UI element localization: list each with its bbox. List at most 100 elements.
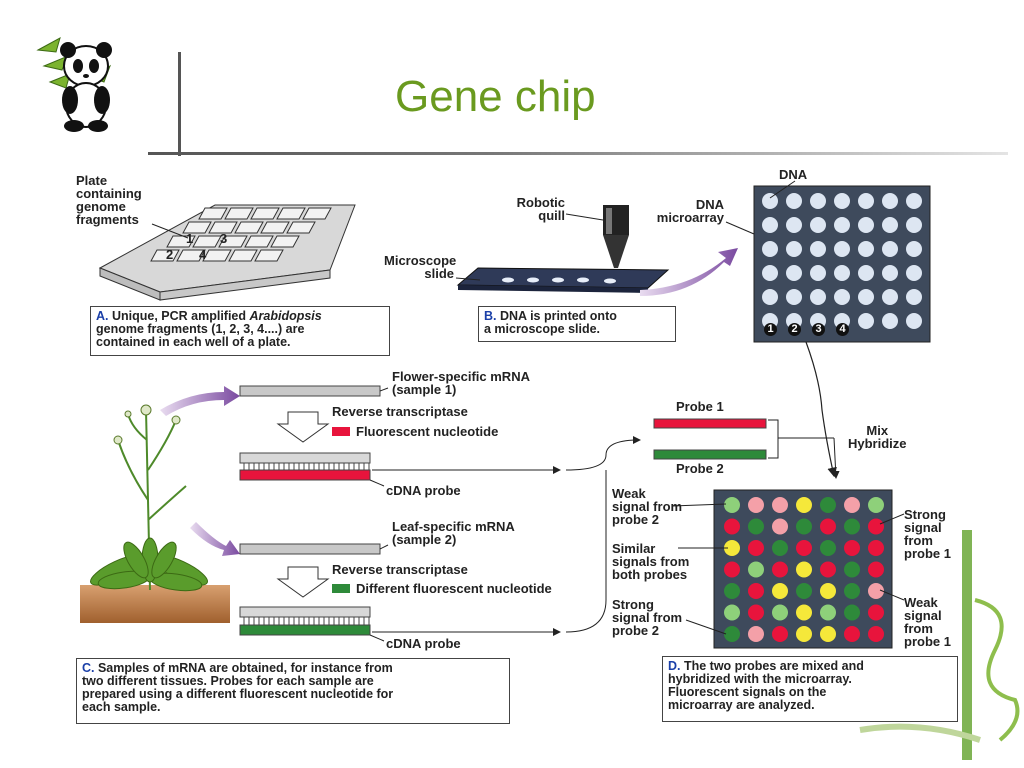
hybrid-spot [844, 518, 860, 535]
plate-well [302, 207, 332, 220]
hybrid-spot [772, 497, 788, 513]
hybrid-spot [868, 561, 884, 578]
dna-label: DNA [779, 167, 808, 182]
dna-spot [786, 241, 802, 257]
dna-spot [762, 193, 778, 209]
slide-leader [455, 277, 481, 281]
rt-arrow-1 [276, 411, 330, 443]
hybrid-spot [796, 497, 812, 513]
dna-label-leader [769, 180, 796, 199]
caption-c: C. Samples of mRNA are obtained, for ins… [76, 658, 510, 724]
dna-spot [810, 193, 826, 209]
title-separator-vertical [178, 52, 181, 156]
dna-spot [906, 289, 922, 305]
hybrid-spot [748, 626, 764, 642]
dna-spot [882, 265, 898, 281]
hybrid-spot [796, 583, 812, 599]
plate-well [254, 249, 284, 262]
spot-number-3: 3 [812, 323, 825, 336]
array-to-hybrid-arrow [805, 341, 837, 478]
hybrid-spot [868, 626, 884, 642]
dna-spot [882, 217, 898, 233]
plate-well [176, 249, 206, 262]
spot-number-1: 1 [764, 323, 777, 336]
plate-well [166, 235, 196, 248]
plate-well [260, 221, 290, 234]
plate-well [250, 207, 280, 220]
plate-label-leader [151, 223, 189, 239]
dna-spot [906, 193, 922, 209]
hybrid-spot [844, 540, 860, 556]
mix-arrow [831, 437, 840, 479]
well-number-2: 2 [166, 247, 174, 262]
slide-title: Gene chip [395, 72, 596, 121]
dna-spot [786, 265, 802, 281]
hybrid-spot [748, 604, 764, 621]
dna-spot [762, 289, 778, 305]
hybrid-spot [820, 604, 836, 621]
hybrid-spot [724, 604, 740, 621]
dna-spot [810, 265, 826, 281]
caption-a-post: genome fragments (1, 2, 3, 4....) are co… [96, 322, 305, 349]
caption-d-letter: D. [668, 659, 681, 673]
hybrid-spot [868, 540, 884, 556]
hybrid-spot [844, 497, 860, 513]
dna-spot [858, 289, 874, 305]
dna-spot [810, 241, 826, 257]
dna-spot [882, 313, 898, 329]
plate-well [208, 221, 238, 234]
hybrid-spot [772, 626, 788, 642]
flower-mrna-strand [239, 385, 381, 397]
to-probes-arrow-2 [565, 470, 607, 633]
mix-hybridize-label: Mix Hybridize [848, 423, 907, 451]
probe-2-bar [653, 449, 767, 460]
probes-bracket [768, 419, 834, 459]
hybrid-spot [748, 583, 764, 599]
dna-spot [810, 217, 826, 233]
caption-b-letter: B. [484, 309, 497, 323]
leaf-mrna-strand [239, 543, 381, 555]
dna-spot [834, 289, 850, 305]
caption-d-text: The two probes are mixed and hybridized … [668, 659, 864, 712]
weak-probe1-label: Weak signal from probe 1 [904, 595, 951, 649]
spot-number-2: 2 [788, 323, 801, 336]
hybrid-spot [868, 518, 884, 535]
similar-label: Similar signals from both probes [612, 541, 690, 582]
rt1-label: Reverse transcriptase [332, 404, 468, 419]
hybrid-spot [748, 497, 764, 513]
probe-2-label: Probe 2 [676, 461, 724, 476]
hybrid-spot [868, 583, 884, 599]
hybrid-spot [820, 561, 836, 578]
hybrid-spot [796, 518, 812, 535]
plate-well [218, 235, 248, 248]
plate-label: Plate containing genome fragments [76, 173, 142, 227]
hybrid-spot [820, 626, 836, 642]
title-separator-horizontal [148, 152, 1008, 155]
caption-b: B. DNA is printed onto a microscope slid… [478, 306, 676, 342]
caption-c-text: Samples of mRNA are obtained, for instan… [82, 661, 394, 714]
fluor-red-swatch [332, 427, 350, 436]
leaf-mrna-label: Leaf-specific mRNA (sample 2) [392, 519, 515, 547]
hybrid-spot [796, 561, 812, 578]
hybrid-spot [820, 583, 836, 599]
dna-spot [762, 217, 778, 233]
hybrid-spot [796, 604, 812, 621]
dna-spot [906, 241, 922, 257]
flower-mrna-leader [379, 387, 389, 392]
hybrid-spot [724, 518, 740, 535]
strong-probe1-label: Strong signal from probe 1 [904, 507, 951, 561]
fluor2-label: Different fluorescent nucleotide [356, 581, 552, 596]
dna-spot [834, 241, 850, 257]
cdna2-label: cDNA probe [386, 636, 461, 651]
hybrid-spot [724, 626, 740, 642]
hybrid-spot [844, 561, 860, 578]
dna-spot [906, 217, 922, 233]
plate-well [276, 207, 306, 220]
dna-spot [882, 241, 898, 257]
hybrid-spot [724, 540, 740, 556]
plate-well [234, 221, 264, 234]
hybrid-spot [748, 561, 764, 578]
hybrid-spot [820, 518, 836, 535]
